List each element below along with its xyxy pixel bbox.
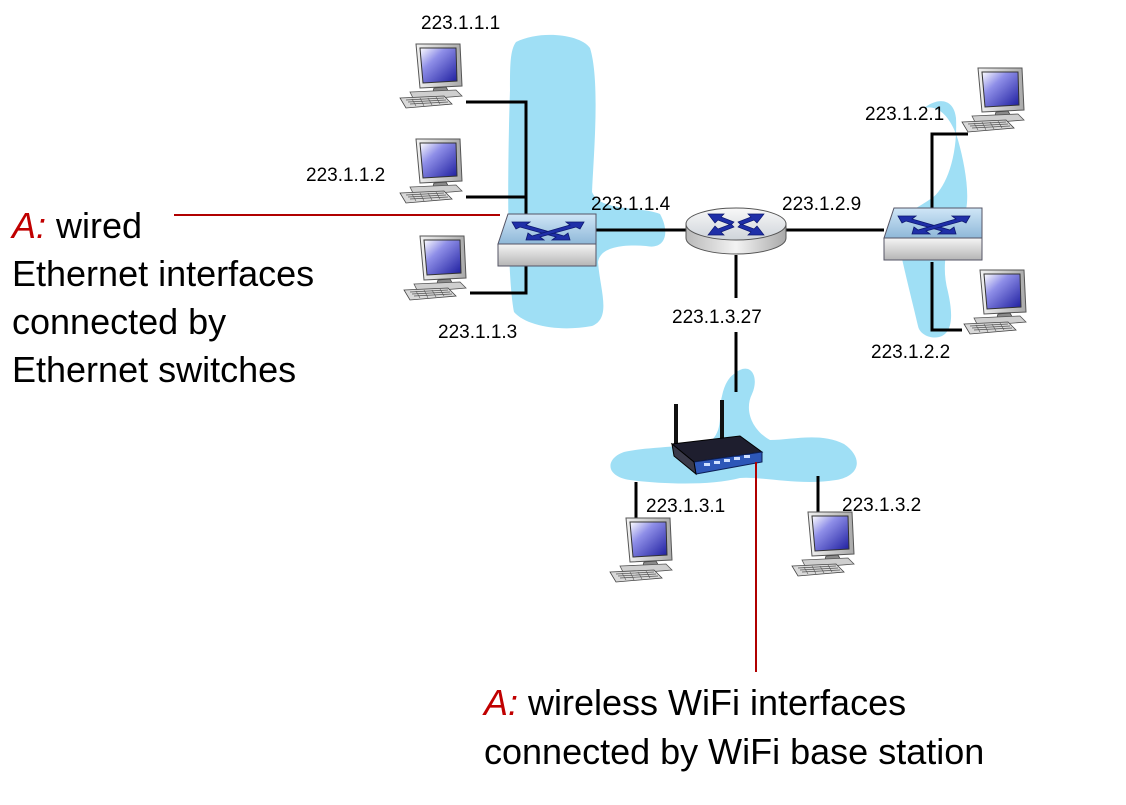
link-h122 <box>930 262 962 332</box>
link-h113 <box>470 262 528 295</box>
callout-wired-line-4: Ethernet switches <box>12 349 296 390</box>
ip-label-host-223-1-3-2: 223.1.3.2 <box>842 495 921 516</box>
devices <box>399 43 1027 583</box>
ip-label-host-223-1-1-2: 223.1.1.2 <box>306 165 385 186</box>
callout-wireless-line-2: connected by WiFi base station <box>484 731 984 772</box>
callout-wireless-prefix: A: <box>482 682 518 723</box>
callout-wired-line-3: connected by <box>12 301 226 342</box>
ip-labels: 223.1.1.1 223.1.1.2 223.1.1.3 223.1.1.4 … <box>306 13 950 517</box>
computer-icon <box>399 138 463 204</box>
computer-icon <box>963 269 1027 335</box>
ip-label-router-223-1-1-4: 223.1.1.4 <box>591 194 671 215</box>
callout-wired-prefix: A: <box>10 205 46 246</box>
subnet-223-1-3-blob <box>610 368 857 484</box>
links <box>466 100 968 518</box>
ip-label-host-223-1-3-1: 223.1.3.1 <box>646 496 725 517</box>
callout-lines <box>174 214 757 672</box>
ip-label-router-223-1-2-9: 223.1.2.9 <box>782 194 861 215</box>
wifi-base-station-icon <box>670 400 764 476</box>
callout-wired: A:wired Ethernet interfaces connected by… <box>10 205 314 390</box>
switch-icon <box>497 213 597 267</box>
computer-icon <box>791 511 855 577</box>
link-h111 <box>466 100 528 214</box>
callout-wireless-text-1: wireless WiFi interfaces <box>527 682 906 723</box>
link-h121 <box>930 132 968 208</box>
ip-label-host-223-1-1-1: 223.1.1.1 <box>421 13 500 34</box>
callout-wireless: A:wireless WiFi interfaces connected by … <box>482 682 984 772</box>
callout-wired-text-1: wired <box>55 205 142 246</box>
ip-label-router-223-1-3-27: 223.1.3.27 <box>672 307 762 328</box>
callout-wired-line-1: A:wired <box>10 205 142 246</box>
switch-icon <box>883 207 983 261</box>
computer-icon <box>961 67 1025 133</box>
ip-label-host-223-1-1-3: 223.1.1.3 <box>438 322 517 343</box>
computer-icon <box>403 235 467 301</box>
ip-label-host-223-1-2-1: 223.1.2.1 <box>865 104 944 125</box>
callout-wired-line-2: Ethernet interfaces <box>12 253 314 294</box>
computer-icon <box>609 517 673 583</box>
router-icon <box>685 207 787 255</box>
callout-wireless-line-1: A:wireless WiFi interfaces <box>482 682 906 723</box>
subnet-223-1-1-blob <box>508 34 666 329</box>
computer-icon <box>399 43 463 109</box>
ip-label-host-223-1-2-2: 223.1.2.2 <box>871 342 950 363</box>
